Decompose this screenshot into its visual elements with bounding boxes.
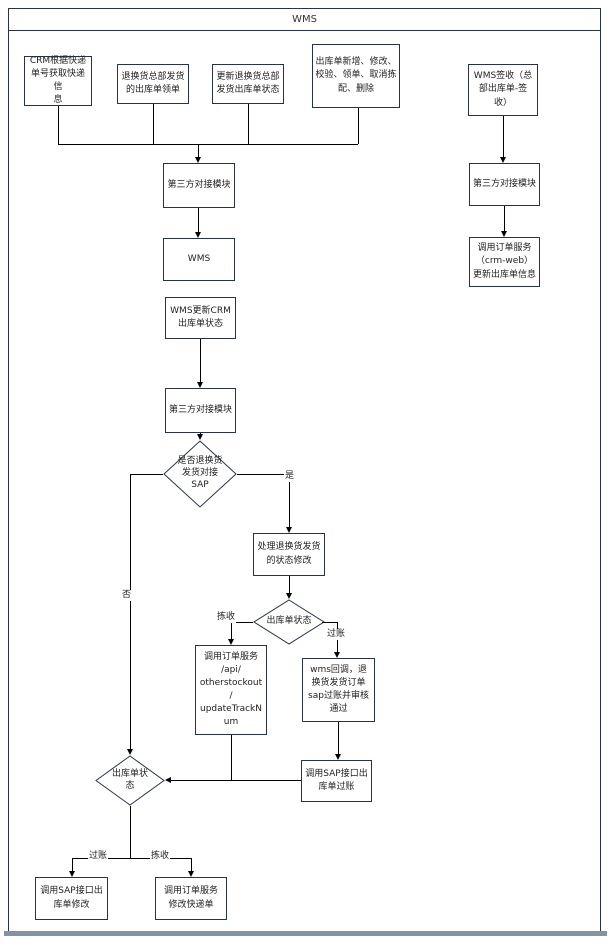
node-wms-update-crm: WMS更新CRM 出库单状态 [165,297,236,339]
edge-label-post-2: 过账 [88,851,109,862]
connector [358,108,359,144]
arrowhead-down-icon [68,871,75,877]
node-handle-return-status: 处理退换货发货 的状态修改 [253,533,325,576]
node-sap-modify-outbound: 调用SAP接口出 库单修改 [35,877,108,920]
connector [130,474,131,750]
connector [130,474,163,475]
lane-title: WMS [9,9,600,31]
connector [289,474,290,528]
decision-sap-integration-label: 是否退换货 发货对接 SAP [177,456,223,490]
connector [153,104,154,144]
edge-label-no: 否 [121,590,133,601]
edge-label-yes: 是 [284,471,296,482]
node-wms-callback-sap-post: wms回调，退 换货发货订单 sap过账并审核 通过 [302,658,375,722]
connector [231,622,232,640]
connector [231,622,253,623]
connector [503,116,504,158]
arrowhead-down-icon [196,434,203,440]
edge-label-post-1: 过账 [326,629,347,640]
connector [322,622,337,623]
connector [198,208,199,233]
node-return-hq-pick: 退换货总部发货 的出库单领单 [117,64,189,104]
arrowhead-down-icon [227,639,234,645]
connector [289,576,290,594]
node-update-return-status: 更新退换货总部 发货出库单状态 [212,64,284,104]
connector [248,104,249,144]
decision-outbound-status-1-label: 出库单状态 [266,616,312,627]
connector [237,474,289,475]
arrowhead-down-icon [334,754,341,760]
decision-outbound-status-1: 出库单状态 [253,599,325,645]
node-third-party-module-3: 第三方对接模块 [469,163,540,206]
arrowhead-down-icon [194,232,201,238]
edge-label-pick-1: 拣收 [216,612,237,623]
connector [504,206,505,232]
node-crm-express-info: CRM根据快递 单号获取快递信 息 [24,56,92,106]
decision-outbound-status-2-label: 出库单状 态 [111,768,148,791]
connector [58,144,358,145]
node-third-party-module-2: 第三方对接模块 [165,388,236,433]
arrowhead-left-icon [165,776,171,783]
connector [198,144,199,158]
node-wms-sign: WMS签收（总 部出库单-签 收） [468,64,538,116]
node-wms: WMS [163,238,235,281]
arrowhead-down-icon [126,749,133,755]
connector [58,106,59,144]
node-order-service-crmweb: 调用订单服务 （crm-web） 更新出库单信息 [469,237,540,287]
connector [191,858,192,872]
connector [200,339,201,383]
connector [72,858,73,872]
connector [72,858,191,859]
pool-bottom-bar [4,931,607,936]
node-outbound-operations: 出库单新增、修改、 校验、领单、取消拣 配、删除 [312,44,400,108]
decision-outbound-status-2: 出库单状 态 [95,755,165,806]
arrowhead-down-icon [187,871,194,877]
arrowhead-down-icon [499,157,506,163]
arrowhead-down-icon [285,593,292,599]
connector [231,735,232,780]
arrowhead-down-icon [196,382,203,388]
diamond-shape [163,440,237,508]
connector [130,806,131,858]
node-third-party-module-1: 第三方对接模块 [163,163,235,208]
node-sap-post-outbound: 调用SAP接口出 库单过账 [301,760,372,802]
decision-sap-integration: 是否退换货 发货对接 SAP [163,440,237,508]
node-order-service-modify-express: 调用订单服务 修改快递单 [155,877,227,920]
edge-label-pick-2: 拣收 [150,851,171,862]
node-order-service-updatetracknum: 调用订单服务 /api/ otherstockout / updateTrack… [195,645,267,735]
arrowhead-down-icon [194,157,201,163]
arrowhead-down-icon [285,527,292,533]
diamond-shape [95,755,165,806]
diamond-shape [253,599,325,645]
arrowhead-down-icon [333,652,340,658]
connector [338,722,339,755]
arrowhead-down-icon [500,231,507,237]
connector [168,780,301,781]
